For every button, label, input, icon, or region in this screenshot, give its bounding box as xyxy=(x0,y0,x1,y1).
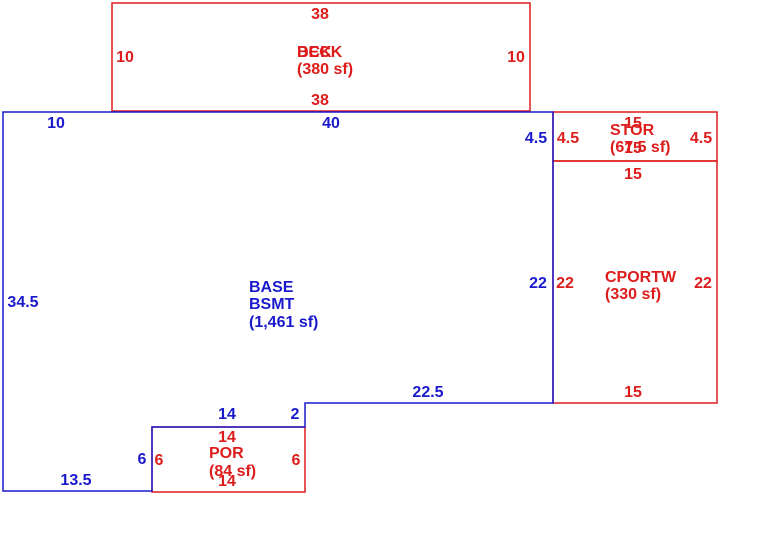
base-outline xyxy=(2,111,554,492)
cport-area: (330 sf) xyxy=(605,286,661,303)
cport-dim-left: 22 xyxy=(556,275,574,292)
base-dim-notch-top: 14 xyxy=(218,406,236,423)
base-dim-step-bottom: 22.5 xyxy=(412,384,443,401)
deck-outline xyxy=(111,2,531,112)
deck-code: DECK xyxy=(297,44,343,61)
base-dim-step-vertical: 2 xyxy=(291,406,300,423)
base-dim-left: 34.5 xyxy=(7,294,38,311)
base-dim-top: 40 xyxy=(322,115,340,132)
deck-area: (380 sf) xyxy=(297,61,353,78)
stor-dim-left: 4.5 xyxy=(557,130,579,147)
por-dim-left: 6 xyxy=(155,452,164,469)
deck-dim-right: 10 xyxy=(507,49,525,66)
deck-dim-bottom: 38 xyxy=(311,92,329,109)
stor-code: STOR xyxy=(610,122,655,139)
por-dim-top: 14 xyxy=(218,429,236,446)
cport-dim-bottom: 15 xyxy=(624,384,642,401)
por-code: POR xyxy=(209,445,244,462)
base-dim-right: 22 xyxy=(529,275,547,292)
stor-dim-top-overlap: 15 xyxy=(624,140,642,157)
por-dim-bottom: 14 xyxy=(218,473,236,490)
deck-dim-left: 10 xyxy=(116,49,134,66)
cport-code: CPORTW xyxy=(605,269,677,286)
base-area: (1,461 sf) xyxy=(249,314,318,331)
stor-area: (67.5 sf) xyxy=(610,139,670,156)
base-code: BASE xyxy=(249,279,294,296)
stor-dim-top: 15 xyxy=(624,115,642,132)
base-dim-notch-side: 6 xyxy=(138,451,147,468)
deck-dim-top: 38 xyxy=(311,6,329,23)
base-dim-top-left: 10 xyxy=(47,115,65,132)
por-dim-right: 6 xyxy=(292,452,301,469)
cport-dim-right: 22 xyxy=(694,275,712,292)
deck-code-overlap: BCK xyxy=(297,44,332,61)
por-area: (84 sf) xyxy=(209,463,256,480)
stor-dim-right: 4.5 xyxy=(690,130,712,147)
base-dim-bottom: 13.5 xyxy=(60,472,91,489)
base-dim-right-upper: 4.5 xyxy=(525,130,547,147)
base-name: BSMT xyxy=(249,296,295,313)
stor-dim-bottom: 15 xyxy=(624,166,642,183)
